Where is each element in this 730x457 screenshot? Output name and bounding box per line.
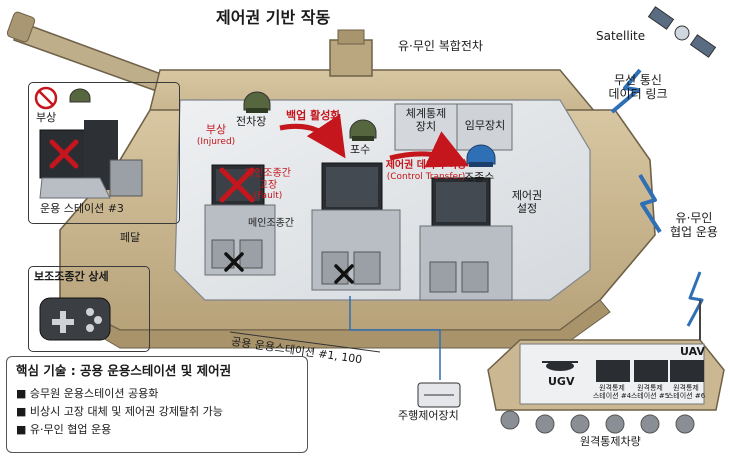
fault-line-2: 고장 [258,179,278,191]
gunner-label: 포수 [350,143,371,156]
remote-station-6-line-1: 원격통제 [673,384,699,392]
control-setting-line-1: 제어권 [511,189,543,202]
diagram-title: 제어권 기반 작동 [216,8,331,27]
transfer-label: 제어권 데이터 이양 (Control Transfer) [376,160,476,182]
signal-bolt-lower [638,173,662,234]
datalink-line-2: 데이터 링크 [608,86,668,101]
remote-station-4: 원격통제 스테이션 #4 [590,384,634,400]
station-commander [204,164,276,276]
drive-control-device [417,382,461,408]
station-leader-line [229,331,381,353]
backup-label: 백업 활성화 [286,109,341,122]
mission-device-label: 임무장치 [464,119,506,132]
main-stick-label: 메인조종간 [248,218,294,229]
datalink-label: 무선 통신 데이터 링크 [597,73,679,102]
satellite-icon [647,6,717,58]
control-setting-label: 제어권 설정 [502,189,552,215]
transfer-en: (Control Transfer) [386,171,466,182]
cooperation-line-1: 유·무인 [675,211,713,225]
station-driver [419,177,513,301]
remote-station-5-line-1: 원격통제 [637,384,663,392]
c2-device-label: 체계통제 장치 [396,107,456,133]
transfer-ko: 제어권 데이터 이양 [385,160,467,171]
remote-station-5: 원격통제 스테이션 #5 [628,384,672,400]
remote-station-5-line-2: 스테이션 #5 [630,392,670,401]
drive-control-label: 주행제어장치 [398,409,459,422]
aux-stick-controller [39,297,111,341]
datalink-line-1: 무선 통신 [614,73,662,87]
remote-station-monitors [596,360,704,382]
driver-label: 조종수 [464,171,495,184]
key-tech-bullet-3: ■ 유·무인 협업 운용 [16,423,112,436]
remote-vehicle-caption: 원격통제차량 [580,435,641,448]
inset-station3-art [39,120,143,199]
pedal-label: 페달 [120,231,141,244]
cooperation-line-2: 협업 운용 [670,224,718,239]
disabled-x-middle [334,264,354,284]
ugv-label: UGV [548,375,575,388]
backup-arrow [279,113,346,159]
key-tech-bullet-2: ■ 비상시 고장 대체 및 제어권 강제탈취 가능 [16,405,223,418]
injured-ko: 부상 [205,123,227,136]
key-tech-bullet-3-text: 유·무인 협업 운용 [29,423,112,436]
injured-label: 부상 (Injured) [192,123,240,147]
remote-station-4-line-1: 원격통제 [599,384,625,392]
fault-x-mark [219,167,255,203]
signal-bolt-upper [610,68,642,114]
inset-caption: 운용 스테이션 #3 [40,202,124,215]
disabled-x-left [224,252,244,272]
satellite-label: Satellite [596,29,646,43]
inset-injured-icon [34,86,91,110]
drive-control-cable [349,296,441,380]
c2-line-1: 체계통제 [405,107,447,120]
key-tech-bullet-2-text: 비상시 고장 대체 및 제어권 강제탈취 가능 [29,405,223,418]
helmet-commander-icon [243,91,271,113]
inset-station3-panel [28,82,180,224]
commander-label: 전차장 [236,115,267,128]
key-tech-box [6,356,308,453]
aux-stick-label: 보조조종간 상세 [34,270,109,283]
vehicle-label: 유·무인 복합전차 [398,39,483,53]
key-tech-title: 핵심 기술 : 공용 운용스테이션 및 제어권 [16,363,232,378]
remote-station-4-line-2: 스테이션 #4 [592,392,632,401]
c2-line-2: 장치 [415,119,437,133]
station-gunner [311,162,401,291]
fault-label: 메인조종간 고장 (Fault) [236,168,300,201]
remote-station-6: 원격통제 스테이션 #6 [664,384,708,400]
transfer-arrow [389,131,470,168]
helmet-gunner-icon [349,119,377,141]
signal-bolt-vehicle [686,271,704,327]
key-tech-bullet-1-text: 승무원 운용스테이션 공용화 [29,387,159,400]
cooperation-label: 유·무인 협업 운용 [664,211,724,240]
injured-en: (Injured) [196,136,236,147]
ugv-drone-icon [542,361,578,371]
aux-stick-panel [28,266,150,352]
fault-line-1: 메인조종간 [245,168,291,179]
control-setting-line-2: 설정 [516,201,538,215]
key-tech-bullet-1: ■ 승무원 운용스테이션 공용화 [16,387,159,400]
fault-en: (Fault) [253,191,283,201]
remote-station-6-line-2: 스테이션 #6 [666,392,706,401]
uav-label: UAV [680,345,705,358]
inset-injured-label: 부상 [36,111,57,124]
